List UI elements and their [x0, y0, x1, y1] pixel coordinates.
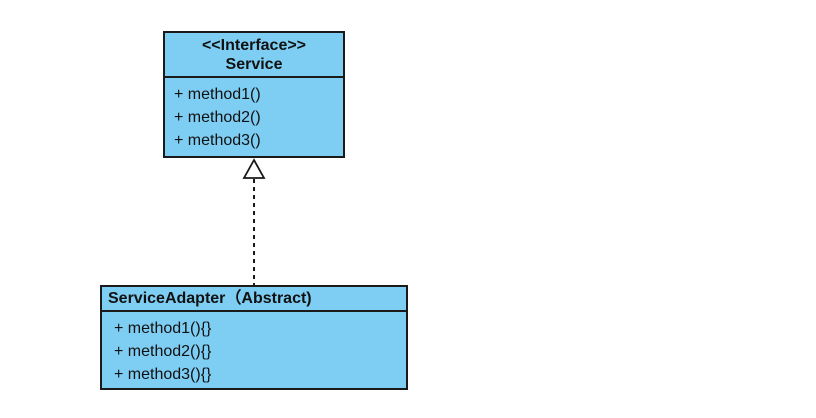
abstract-method-1: + method1(){} — [114, 320, 212, 337]
interface-methods: + method1() + method2() + method3() — [165, 78, 343, 152]
interface-method-2: + method2() — [174, 109, 261, 126]
interface-name: Service — [225, 56, 283, 73]
abstract-service-adapter-box[interactable]: ServiceAdapter（Abstract) + method1(){} +… — [100, 285, 408, 390]
abstract-methods: + method1(){} + method2(){} + method3(){… — [102, 312, 406, 386]
interface-header: <<Interface>> Service — [165, 33, 343, 78]
interface-method-3: + method3() — [174, 132, 261, 149]
interface-stereotype: <<Interface>> — [201, 37, 307, 54]
abstract-title: ServiceAdapter（Abstract) — [108, 290, 312, 307]
interface-service-box[interactable]: <<Interface>> Service + method1() + meth… — [163, 31, 345, 158]
abstract-header: ServiceAdapter（Abstract) — [102, 287, 406, 312]
interface-method-1: + method1() — [174, 86, 261, 103]
hollow-triangle-arrowhead — [242, 158, 266, 179]
abstract-method-2: + method2(){} — [114, 343, 212, 360]
abstract-method-3: + method3(){} — [114, 366, 212, 383]
